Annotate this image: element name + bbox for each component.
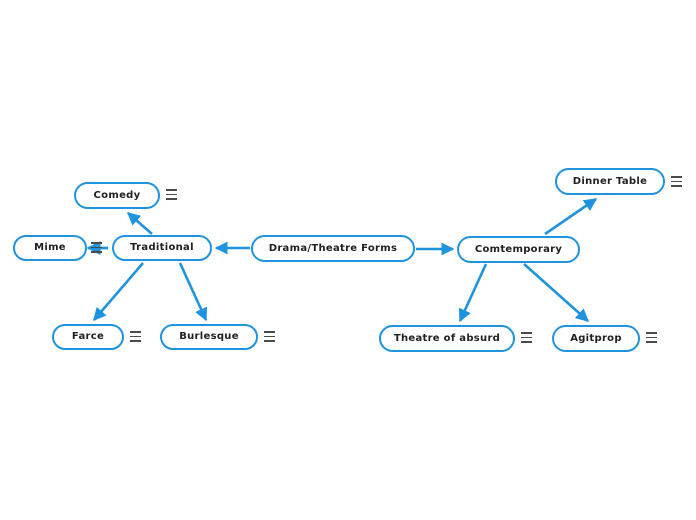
menu-line xyxy=(166,189,177,191)
menu-line xyxy=(264,335,275,338)
edge-contemporary-agitprop xyxy=(523,263,589,322)
hamburger-menu-icon-dinner-table[interactable] xyxy=(671,176,682,187)
menu-line xyxy=(91,246,102,249)
node-mime[interactable]: Mime xyxy=(13,235,87,261)
node-comtemporary[interactable]: Comtemporary xyxy=(457,236,580,263)
menu-line xyxy=(521,336,532,339)
node-theatre-of-absurd[interactable]: Theatre of absurd xyxy=(379,325,515,352)
menu-line xyxy=(646,341,657,343)
menu-line xyxy=(130,340,141,342)
node-dinner-table[interactable]: Dinner Table xyxy=(555,168,665,195)
menu-line xyxy=(166,198,177,200)
node-drama-theatre-forms[interactable]: Drama/Theatre Forms xyxy=(251,235,415,262)
node-burlesque[interactable]: Burlesque xyxy=(160,324,258,350)
hamburger-menu-icon-mime[interactable] xyxy=(91,242,102,253)
edge-traditional-farce xyxy=(93,262,144,321)
node-label: Comedy xyxy=(93,189,141,201)
node-label: Drama/Theatre Forms xyxy=(268,242,398,254)
node-label: Dinner Table xyxy=(572,175,648,187)
menu-line xyxy=(521,341,532,343)
node-label: Traditional xyxy=(130,242,194,253)
node-farce[interactable]: Farce xyxy=(52,324,124,350)
node-label: Burlesque xyxy=(179,331,239,342)
menu-line xyxy=(166,193,177,196)
menu-line xyxy=(264,340,275,342)
menu-line xyxy=(130,335,141,338)
menu-line xyxy=(646,332,657,334)
menu-line xyxy=(646,336,657,339)
menu-line xyxy=(671,180,682,183)
node-comedy[interactable]: Comedy xyxy=(74,182,160,209)
edge-contemporary-theatre-of-absurd xyxy=(458,263,488,323)
node-label: Theatre of absurd xyxy=(393,332,501,344)
menu-line xyxy=(671,176,682,178)
edge-contemporary-dinner-table xyxy=(544,197,598,236)
menu-line xyxy=(671,185,682,187)
node-traditional[interactable]: Traditional xyxy=(112,235,212,261)
hamburger-menu-icon-burlesque[interactable] xyxy=(264,331,275,342)
edge-traditional-comedy xyxy=(127,212,153,235)
hamburger-menu-icon-farce[interactable] xyxy=(130,331,141,342)
menu-line xyxy=(264,331,275,333)
menu-line xyxy=(521,332,532,334)
hamburger-menu-icon-theatre-of-absurd[interactable] xyxy=(521,332,532,343)
node-label: Mime xyxy=(34,242,66,253)
hamburger-menu-icon-comedy[interactable] xyxy=(166,189,177,200)
menu-line xyxy=(91,242,102,244)
node-label: Agitprop xyxy=(570,332,622,344)
hamburger-menu-icon-agitprop[interactable] xyxy=(646,332,657,343)
node-agitprop[interactable]: Agitprop xyxy=(552,325,640,352)
node-label: Farce xyxy=(71,331,105,342)
menu-line xyxy=(130,331,141,333)
menu-line xyxy=(91,251,102,253)
edge-traditional-burlesque xyxy=(178,262,208,322)
node-label: Comtemporary xyxy=(474,243,563,255)
